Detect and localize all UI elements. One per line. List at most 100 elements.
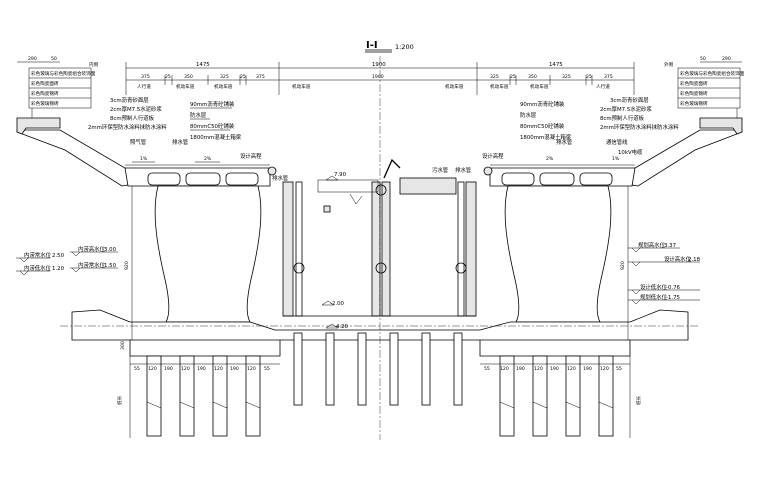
water-levels-right: 规划高水位 3.37 设计高水位 2.18 设计低水位 -0.76 规划低水位 …: [628, 241, 701, 305]
central-pit: 污水管 7.90 -2.00 -4.20: [282, 158, 477, 330]
svg-text:190: 190: [197, 366, 206, 372]
svg-text:-4.20: -4.20: [334, 324, 349, 330]
svg-text:8cm预制人行道板: 8cm预制人行道板: [600, 114, 645, 122]
svg-text:规划高水位: 规划高水位: [638, 241, 666, 249]
svg-text:350: 350: [184, 74, 193, 80]
svg-text:彩色陶瓷面砖: 彩色陶瓷面砖: [31, 80, 59, 87]
svg-text:机动车道: 机动车道: [530, 83, 549, 90]
svg-text:2cm厚M7.5水泥砂浆: 2cm厚M7.5水泥砂浆: [110, 105, 162, 113]
pier-height-left: 920: [124, 261, 130, 270]
svg-text:300: 300: [120, 341, 126, 350]
svg-text:2cm厚M7.5水泥砂浆: 2cm厚M7.5水泥砂浆: [600, 105, 652, 113]
lane-labels: 人行道 机动车道 机动车道 机动车道 机动车道 机动车道 机动车道 人行道: [137, 83, 610, 90]
svg-text:2mm环保型防水涂料抹防水涂料: 2mm环保型防水涂料抹防水涂料: [88, 123, 167, 131]
svg-text:80mmC50砼铺装: 80mmC50砼铺装: [520, 122, 565, 130]
svg-text:375: 375: [604, 74, 613, 80]
svg-text:290: 290: [722, 56, 731, 62]
svg-text:设计高程: 设计高程: [240, 152, 262, 160]
svg-text:55: 55: [484, 366, 490, 372]
svg-text:350: 350: [528, 74, 537, 80]
svg-text:2mm环保型防水涂料抹防水涂料: 2mm环保型防水涂料抹防水涂料: [600, 123, 679, 131]
svg-text:内涝常水位: 内涝常水位: [24, 251, 52, 259]
svg-text:防水层: 防水层: [190, 111, 207, 119]
svg-text:内涝常水位: 内涝常水位: [78, 261, 106, 269]
svg-text:彩色陶瓷锦砖: 彩色陶瓷锦砖: [680, 90, 708, 97]
svg-text:污水管: 污水管: [432, 166, 449, 174]
section-title: I-I: [366, 40, 378, 51]
svg-text:排水管: 排水管: [172, 138, 189, 146]
svg-text:设计低水位: 设计低水位: [640, 283, 668, 291]
legend-box-left: 彩色玻璃与彩色陶瓷组合装饰面 彩色陶瓷面砖 彩色陶瓷锦砖 彩色玻璃锦砖: [28, 67, 96, 120]
svg-text:3cm沥青砂面层: 3cm沥青砂面层: [610, 96, 649, 104]
side-label-right: 外侧: [664, 61, 674, 68]
svg-text:2%: 2%: [546, 156, 554, 162]
svg-text:通信管线: 通信管线: [606, 138, 628, 146]
svg-text:内涝低水位: 内涝低水位: [24, 264, 52, 272]
svg-text:80mmC50砼铺装: 80mmC50砼铺装: [190, 122, 235, 130]
svg-text:50: 50: [700, 56, 706, 62]
svg-text:彩色玻璃与彩色陶瓷组合装饰面: 彩色玻璃与彩色陶瓷组合装饰面: [680, 70, 745, 77]
svg-text:120: 120: [148, 366, 157, 372]
svg-text:120: 120: [181, 366, 190, 372]
svg-text:10kV电缆: 10kV电缆: [618, 148, 643, 156]
svg-text:25: 25: [510, 74, 516, 80]
svg-text:2.18: 2.18: [688, 257, 701, 263]
svg-text:规划低水位: 规划低水位: [640, 293, 668, 301]
svg-text:120: 120: [534, 366, 543, 372]
svg-text:8cm预制人行道板: 8cm预制人行道板: [110, 114, 155, 122]
svg-text:3.37: 3.37: [664, 243, 676, 249]
pile-group-right: 55 120 190 120 190 120 190 120 55 桩长: [480, 355, 642, 438]
pier-right: [504, 185, 612, 323]
paving-notes-right: 90mm沥青砼铺装 防水层 80mmC50砼铺装 1800mm混凝土箱梁 3cm…: [520, 96, 679, 141]
svg-text:-2.00: -2.00: [330, 301, 345, 307]
svg-text:1800mm混凝土箱梁: 1800mm混凝土箱梁: [190, 133, 242, 141]
svg-text:25: 25: [240, 74, 246, 80]
svg-text:290: 290: [28, 56, 37, 62]
svg-text:325: 325: [490, 74, 499, 80]
svg-text:1800mm混凝土箱梁: 1800mm混凝土箱梁: [520, 133, 572, 141]
svg-text:彩色陶瓷锦砖: 彩色陶瓷锦砖: [31, 90, 59, 97]
svg-text:325: 325: [562, 74, 571, 80]
svg-text:1900: 1900: [372, 62, 386, 68]
svg-text:3cm沥青砂面层: 3cm沥青砂面层: [110, 96, 149, 104]
center-piles: [293, 332, 463, 406]
svg-text:90mm沥青砼铺装: 90mm沥青砼铺装: [190, 100, 235, 108]
pile-group-left: 55 120 190 120 190 120 190 120 55 桩长 300: [116, 341, 280, 438]
svg-text:设计高程: 设计高程: [482, 152, 504, 160]
svg-text:彩色陶瓷面砖: 彩色陶瓷面砖: [680, 80, 708, 87]
svg-text:照气管: 照气管: [130, 138, 147, 146]
svg-text:375: 375: [256, 74, 265, 80]
svg-text:2.50: 2.50: [52, 253, 65, 259]
svg-text:彩色玻璃锦砖: 彩色玻璃锦砖: [680, 100, 708, 107]
scale-label: 1:200: [395, 43, 414, 51]
svg-text:排水管: 排水管: [455, 166, 472, 174]
svg-text:1.50: 1.50: [104, 263, 117, 269]
svg-text:排水管: 排水管: [272, 174, 289, 182]
svg-text:375: 375: [141, 74, 150, 80]
paving-notes-left: 3cm沥青砂面层 2cm厚M7.5水泥砂浆 8cm预制人行道板 2mm环保型防水…: [88, 96, 242, 141]
svg-text:120: 120: [214, 366, 223, 372]
svg-text:55: 55: [616, 366, 622, 372]
pier-height-right: 920: [620, 261, 626, 270]
svg-text:190: 190: [230, 366, 239, 372]
deck-left: 1% 2% 照气管 排水管 设计高程 排水管: [16, 117, 289, 187]
svg-text:190: 190: [583, 366, 592, 372]
svg-text:1.20: 1.20: [52, 266, 65, 272]
svg-text:50: 50: [51, 56, 57, 62]
svg-text:机动车道: 机动车道: [445, 83, 464, 90]
svg-text:排水管: 排水管: [556, 138, 573, 146]
svg-text:55: 55: [134, 366, 140, 372]
svg-text:325: 325: [220, 74, 229, 80]
svg-text:设计高水位: 设计高水位: [664, 255, 692, 263]
svg-text:1900: 1900: [372, 74, 384, 80]
svg-text:内涝高水位: 内涝高水位: [78, 245, 106, 253]
svg-text:人行道: 人行道: [137, 83, 151, 90]
svg-text:1475: 1475: [196, 62, 210, 68]
svg-text:55: 55: [264, 366, 270, 372]
svg-text:190: 190: [164, 366, 173, 372]
svg-text:3.00: 3.00: [104, 247, 117, 253]
svg-text:25: 25: [586, 74, 592, 80]
water-levels-left: 内涝常水位 2.50 内涝低水位 1.20 内涝高水位 3.00 内涝常水位 1…: [16, 245, 118, 276]
